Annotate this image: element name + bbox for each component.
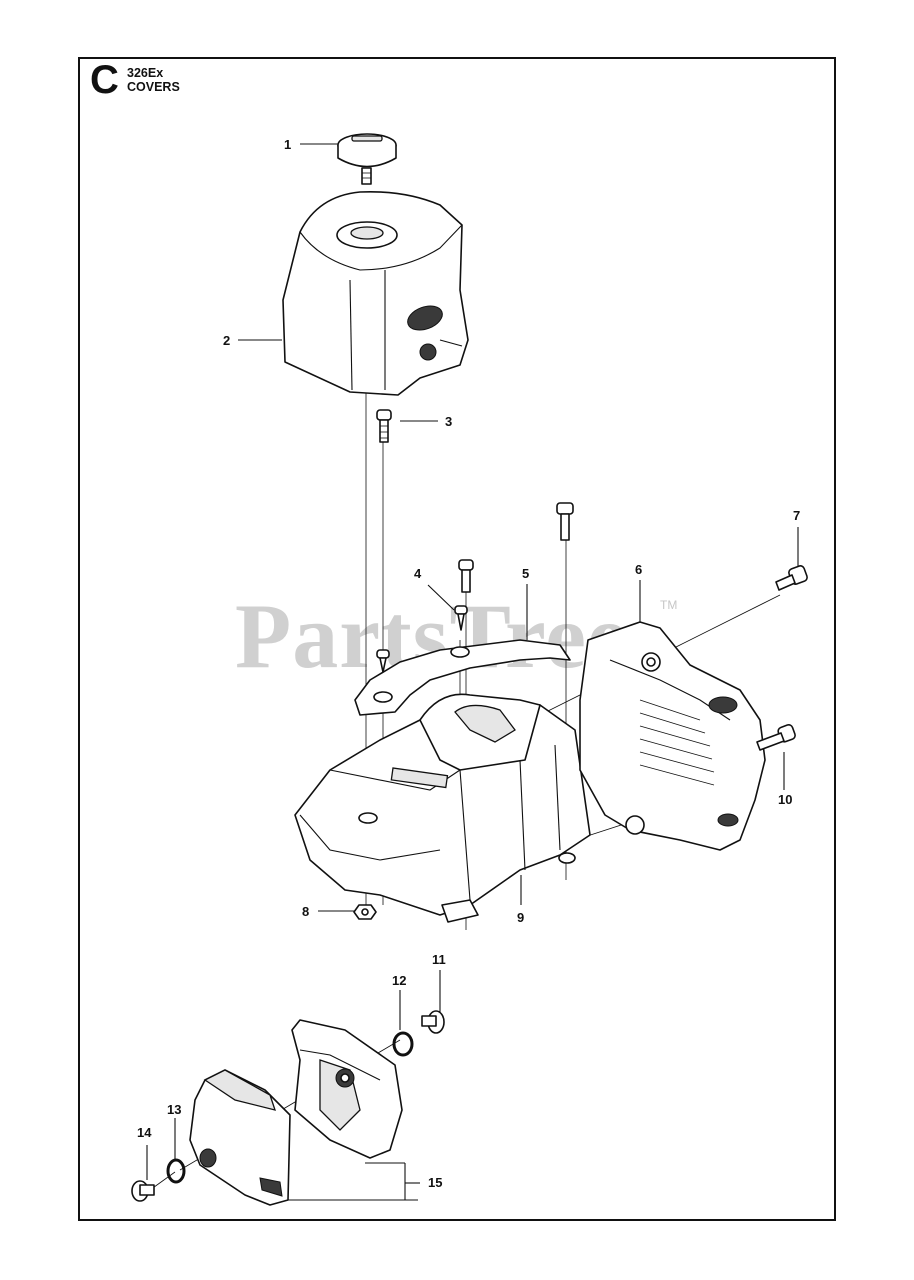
part-9-housing	[294, 693, 591, 923]
diagram-frame	[78, 57, 836, 1221]
part-14-screw	[131, 1180, 155, 1202]
callout-2: 2	[223, 333, 231, 348]
callout-5: 5	[522, 566, 530, 581]
leader-lines	[146, 143, 799, 1201]
callout-1: 1	[284, 137, 292, 152]
callout-13: 13	[167, 1102, 182, 1117]
part-11-screw	[421, 1010, 445, 1034]
callout-12: 12	[392, 973, 407, 988]
callout-7: 7	[793, 508, 801, 523]
callout-4: 4	[414, 566, 422, 581]
part-15-housing	[291, 1019, 403, 1159]
callout-6: 6	[635, 562, 643, 577]
part-5-bracket	[354, 639, 571, 716]
callout-3: 3	[445, 414, 453, 429]
watermark-tm: TM	[660, 598, 678, 612]
part-1-knob	[337, 133, 397, 185]
section-letter: C	[90, 58, 119, 102]
callout-11: 11	[432, 952, 446, 967]
callout-14: 14	[137, 1125, 152, 1140]
part-12-o-ring	[392, 1031, 414, 1057]
part-15-cap	[189, 1069, 291, 1206]
part-8-nut	[353, 904, 377, 920]
part-2-top-cover	[282, 190, 469, 396]
section-title: COVERS	[127, 80, 180, 94]
part-10-bolt	[756, 724, 796, 751]
part-6-cylinder-cover	[579, 621, 766, 851]
part-7-bolt	[775, 565, 808, 591]
screw-upper-pair	[376, 502, 574, 673]
section-model: 326Ex	[127, 66, 164, 80]
callout-15: 15	[428, 1175, 443, 1190]
callout-9: 9	[517, 910, 525, 925]
part-13-o-ring	[166, 1158, 186, 1184]
callout-8: 8	[302, 904, 310, 919]
part-3-screw	[376, 409, 392, 443]
callout-10: 10	[778, 792, 793, 807]
